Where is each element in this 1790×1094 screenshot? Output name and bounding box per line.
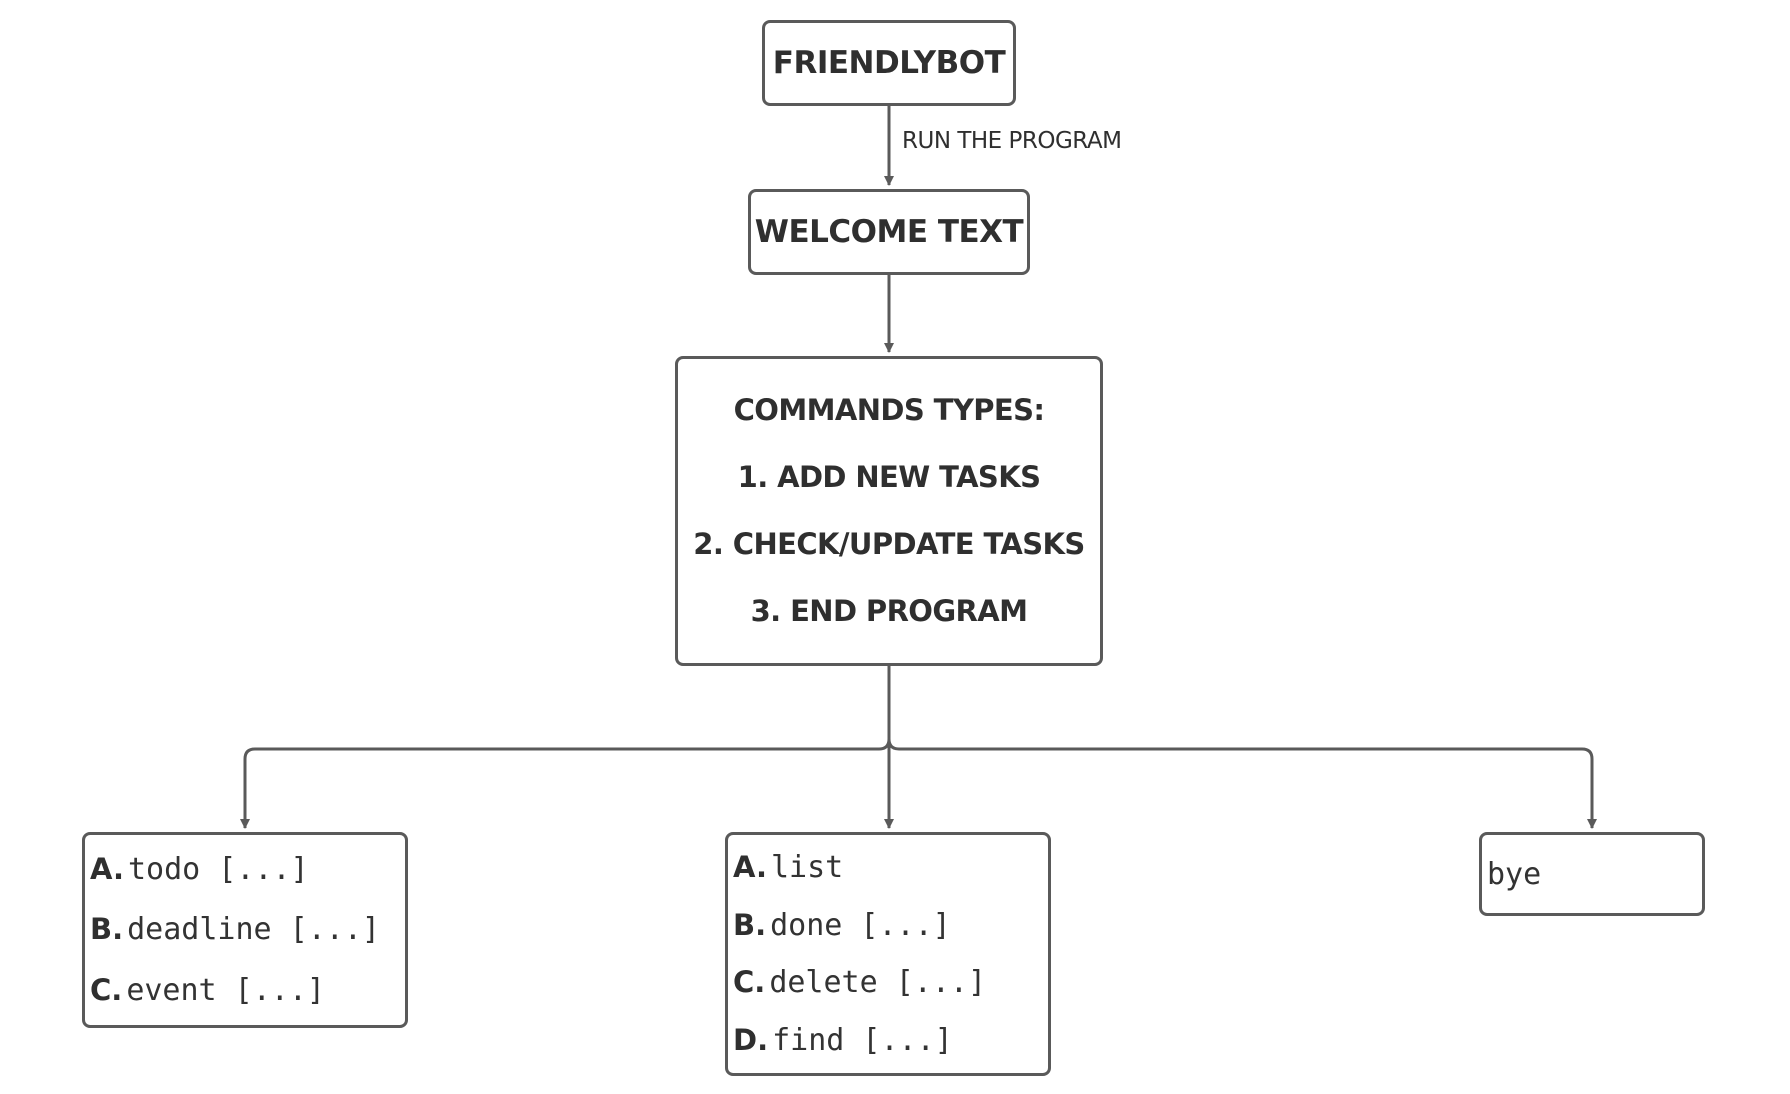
item-letter: A. [90,851,124,886]
node-check-update-commands: A. list B. done [...] C. delete [...] D.… [725,832,1051,1076]
item-letter: D. [733,1022,769,1057]
command-option-end: 3. END PROGRAM [750,594,1028,628]
item-command: todo [...] [128,851,309,887]
list-item: C. delete [...] [733,965,1042,1000]
item-letter: B. [733,907,767,942]
edge-label-run-program: RUN THE PROGRAM [902,128,1122,154]
node-command-types: COMMANDS TYPES: 1. ADD NEW TASKS 2. CHEC… [675,356,1103,666]
list-item: A. todo [...] [90,852,399,887]
list-item: C. event [...] [90,973,399,1008]
command-option-check: 2. CHECK/UPDATE TASKS [693,527,1085,561]
item-command: deadline [...] [127,912,380,948]
item-letter: B. [90,912,124,947]
node-friendlybot: FRIENDLYBOT [762,20,1016,106]
item-command: bye [1487,856,1542,892]
node-welcome-text: WELCOME TEXT [748,189,1030,275]
node-end-program-command: bye [1479,832,1705,916]
list-item: D. find [...] [733,1023,1042,1058]
item-command: event [...] [126,973,325,1009]
list-item: A. list [733,850,1042,885]
list-item: B. done [...] [733,908,1042,943]
item-letter: A. [733,850,767,885]
edge-commands-to-add-tasks [240,666,891,829]
list-item: B. deadline [...] [90,912,399,947]
item-letter: C. [733,965,766,1000]
command-types-heading: COMMANDS TYPES: [733,393,1045,427]
edge-commands-to-end-program [887,738,1597,829]
node-welcome-label: WELCOME TEXT [754,214,1024,250]
node-friendlybot-label: FRIENDLYBOT [772,45,1006,81]
item-command: done [...] [770,907,951,943]
command-option-add: 1. ADD NEW TASKS [737,460,1041,494]
item-letter: C. [90,973,123,1008]
item-command: find [...] [772,1022,953,1058]
item-command: delete [...] [769,965,987,1001]
list-item: bye [1487,857,1696,892]
item-command: list [771,850,844,886]
node-add-tasks-commands: A. todo [...] B. deadline [...] C. event… [82,832,408,1028]
